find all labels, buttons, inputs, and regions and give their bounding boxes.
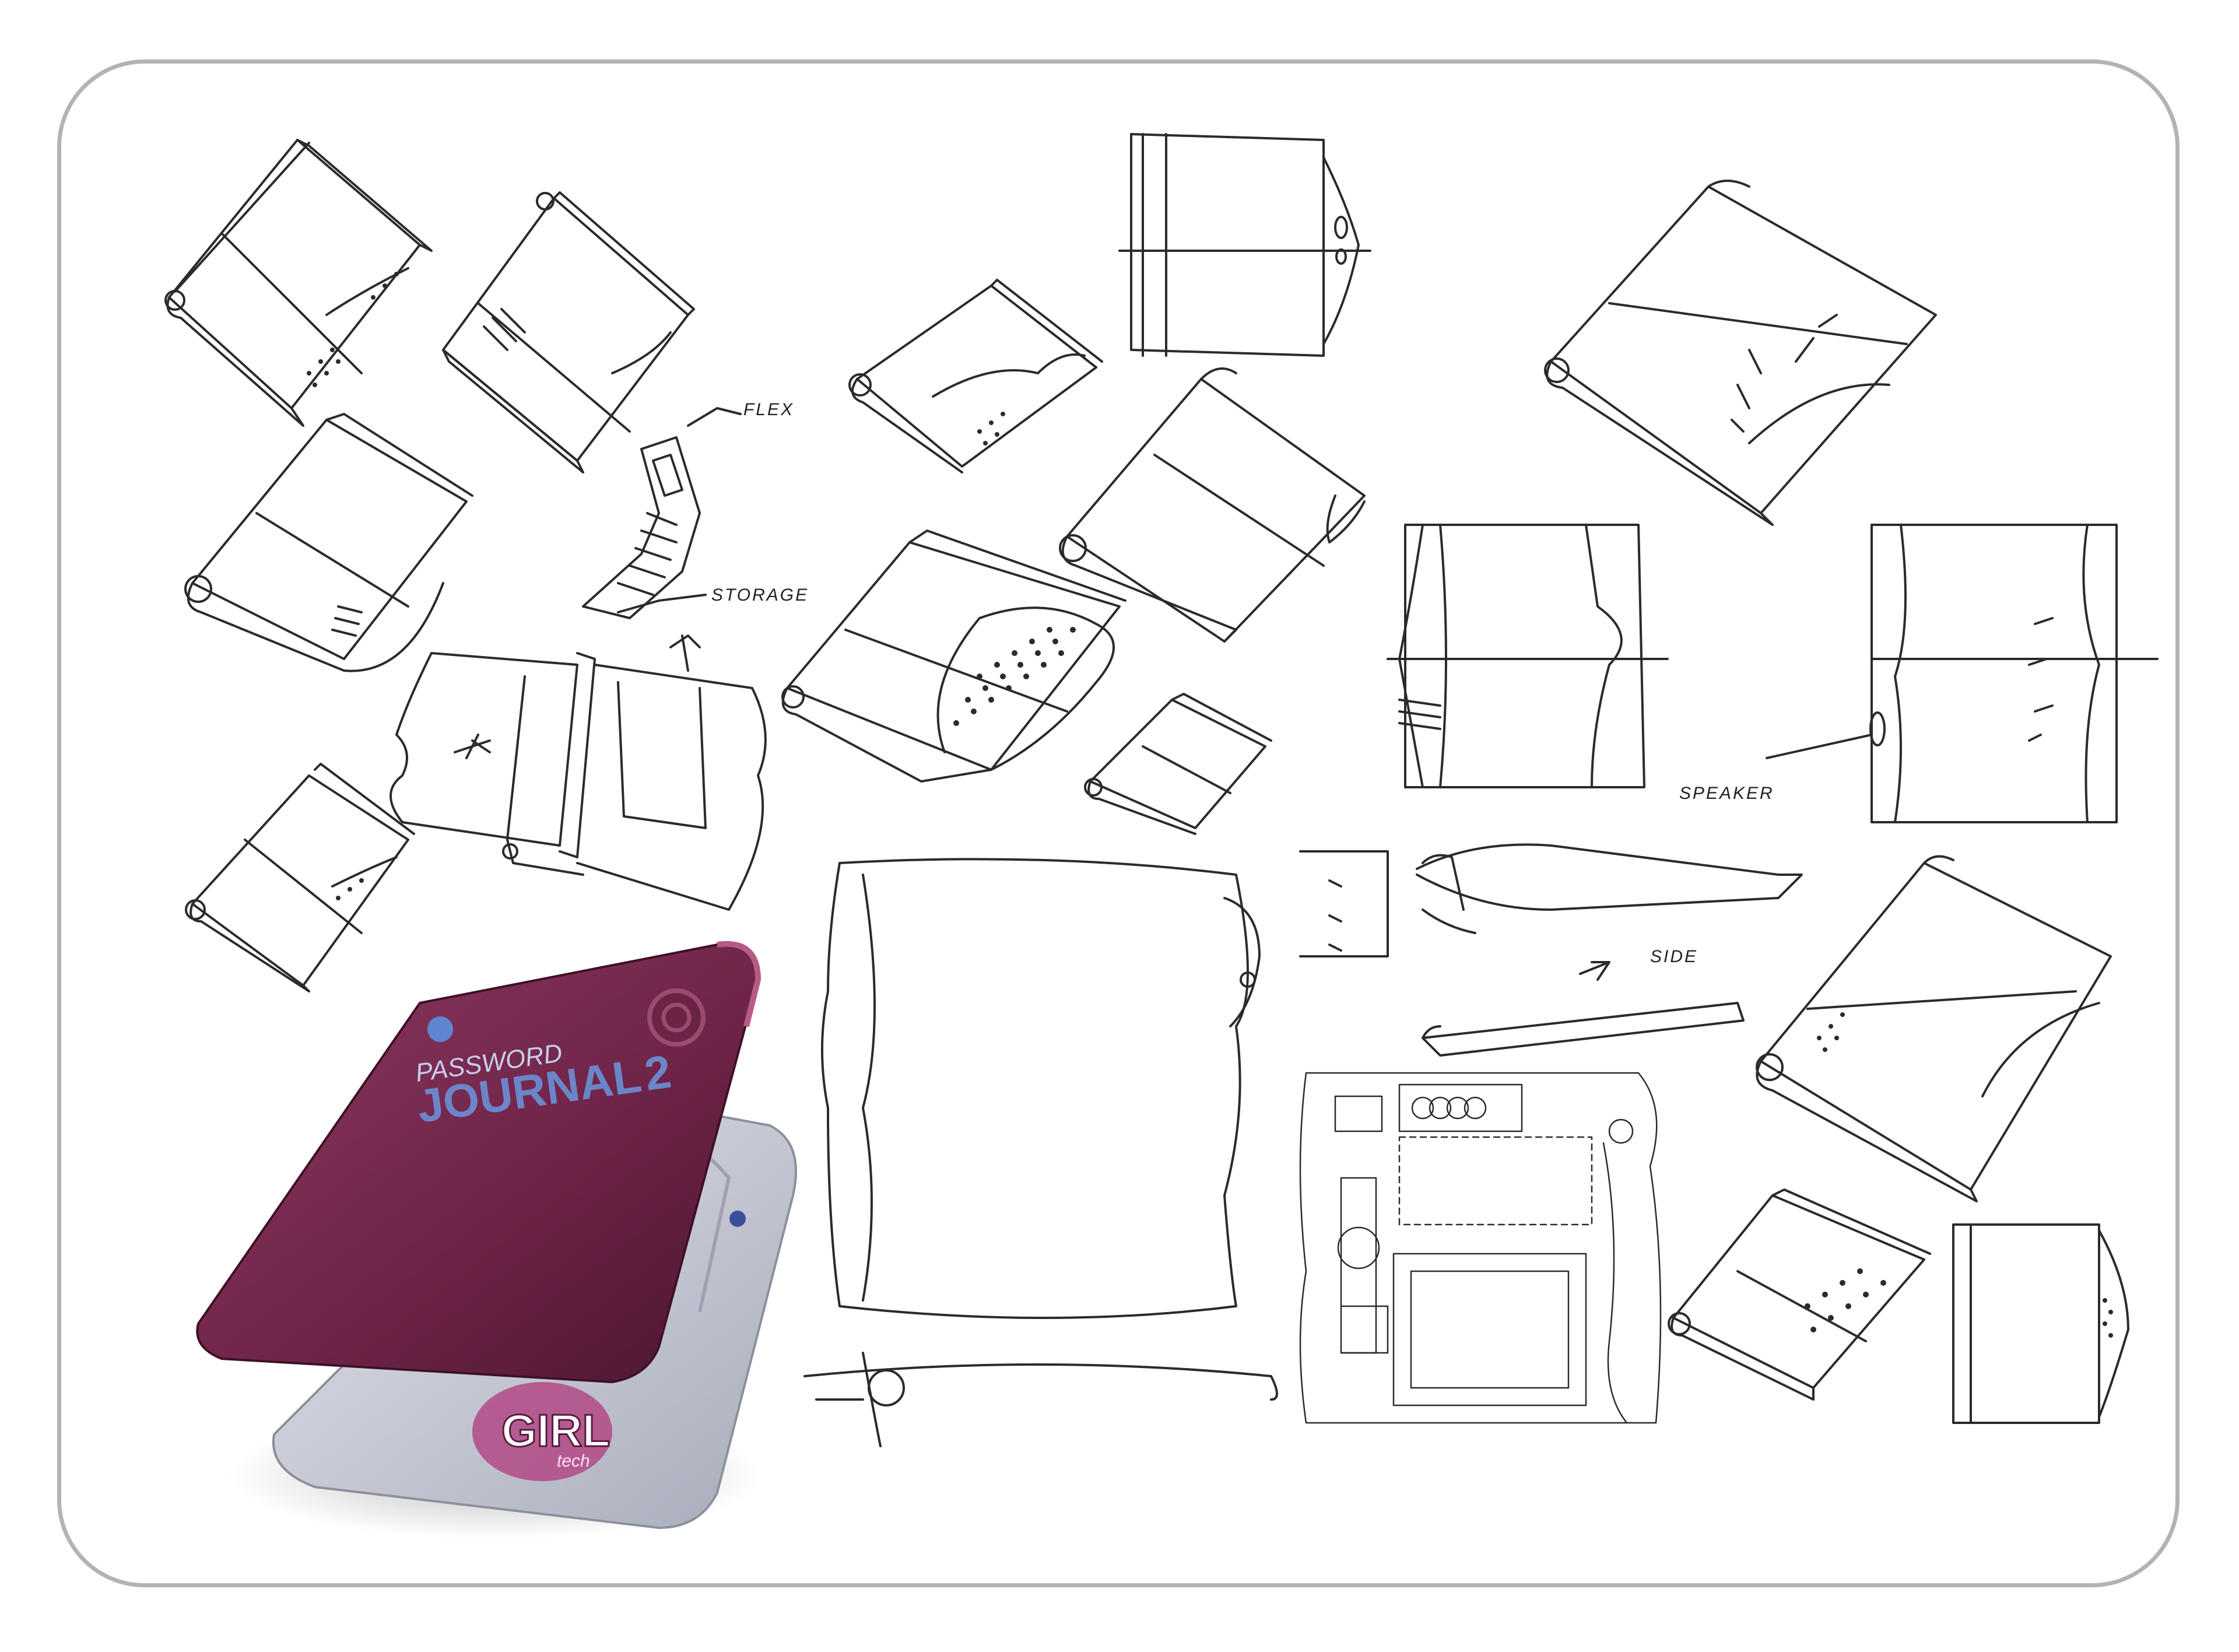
- speaker-dots-9: [1817, 1012, 1845, 1052]
- label-side: SIDE: [1650, 947, 1698, 966]
- sketch-closed-device-8: [1544, 180, 1937, 526]
- sketch-open-device: [389, 652, 767, 911]
- sketch-closed-device-5: [848, 279, 1103, 473]
- sketch-closed-device-2: [442, 191, 695, 473]
- lid-logo-icon: [647, 988, 706, 1047]
- sketch-closed-device-7: [1084, 693, 1272, 835]
- sticker-text: GIRL: [501, 1405, 610, 1456]
- sketch-elevation-top: [1118, 133, 1371, 357]
- sketch-interior-layout: [1299, 1072, 1662, 1424]
- speaker-dots-10: [1805, 1268, 1886, 1332]
- lid-logo-inner: [661, 1002, 692, 1033]
- speaker-dots-6: [953, 627, 1076, 726]
- sketch-closed-device-6: [1059, 367, 1366, 643]
- sketch-elevation-mid: [1387, 524, 1669, 788]
- lid-highlight: [717, 941, 761, 1027]
- sketch-elevation-bottom: [1952, 1223, 2129, 1424]
- product-photo: GIRL tech PASSWORD JOURNAL 2: [196, 941, 797, 1539]
- speaker-dots-4: [336, 878, 364, 900]
- sketch-closed-device-10: [1668, 1188, 1931, 1401]
- label-flex: FLEX: [743, 400, 794, 419]
- label-storage: STORAGE: [711, 585, 809, 605]
- sketch-elevation-right: [1766, 524, 2159, 823]
- brand-badge-icon: [427, 1016, 453, 1042]
- sticker: [472, 1382, 612, 1481]
- speaker-dots-1: [307, 272, 399, 387]
- sketch-flex-storage-detail: [582, 407, 742, 672]
- sketch-stylus: [1299, 843, 1803, 1057]
- sketch-closed-device-1: [164, 139, 433, 427]
- base-button: [729, 1211, 746, 1227]
- sketch-closed-device-4: [185, 763, 415, 992]
- sketch-front-view-large: [803, 858, 1278, 1447]
- speaker-dots-5: [977, 412, 1005, 446]
- speaker-dots-elevation: [2103, 1298, 2113, 1338]
- label-speaker: SPEAKER: [1679, 784, 1774, 803]
- sticker-subtext: tech: [557, 1451, 590, 1471]
- sketch-closed-device-3: [184, 413, 473, 672]
- sketch-speaker-device: [781, 529, 1126, 783]
- sketch-closed-device-9: [1756, 855, 2112, 1202]
